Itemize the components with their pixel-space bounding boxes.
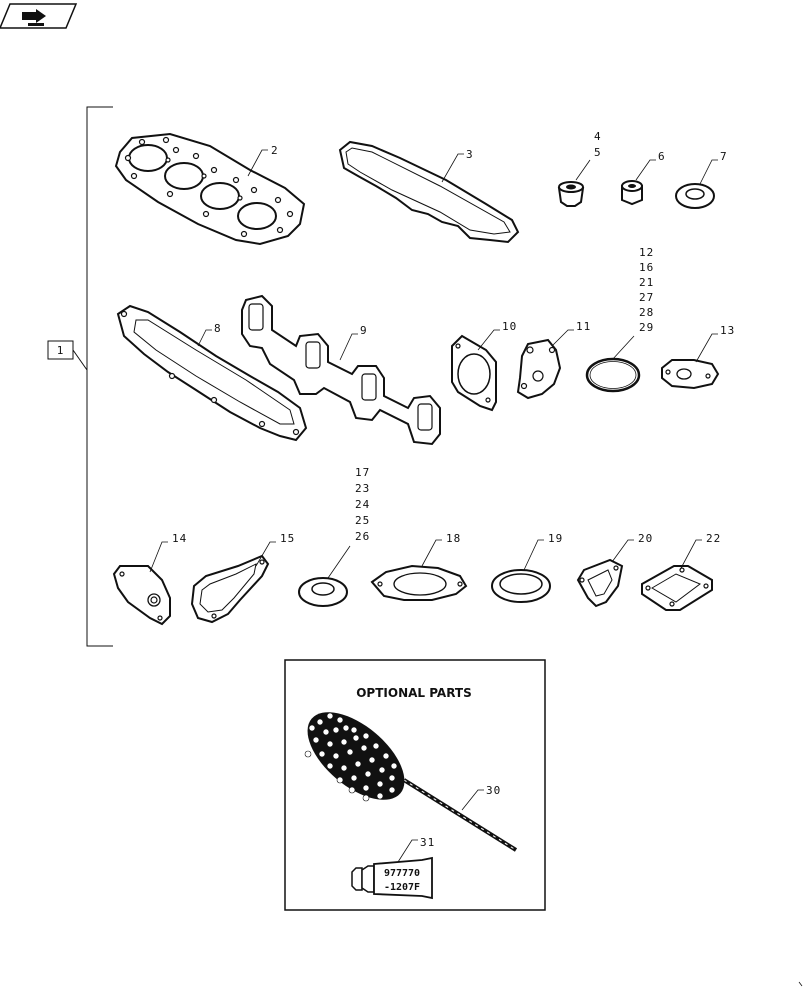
part-29-o-ring[interactable] (585, 357, 641, 393)
part-7-seal-ring[interactable] (675, 183, 715, 209)
group-callout[interactable]: 1 (47, 340, 74, 360)
callout-19: 19 (548, 532, 563, 545)
part-15-angled-gasket[interactable] (190, 554, 270, 624)
part-20-triangle-gasket[interactable] (576, 558, 624, 608)
callout-8: 8 (214, 322, 222, 335)
callout-26: 26 (355, 530, 370, 543)
callout-27: 27 (639, 291, 654, 304)
corner-mark (798, 981, 803, 987)
callout-7: 7 (720, 150, 728, 163)
callout-17: 17 (355, 466, 370, 479)
callout-6: 6 (658, 150, 666, 163)
part-10-flange-gasket[interactable] (451, 334, 497, 412)
part-6-bushing[interactable] (621, 180, 643, 206)
callout-23: 23 (355, 482, 370, 495)
callout-3: 3 (466, 148, 474, 161)
callout-30: 30 (486, 784, 501, 797)
part-18-oval-flange-gasket[interactable] (370, 564, 468, 601)
part-4-5-stem-seal[interactable] (557, 181, 585, 207)
callout-29: 29 (639, 321, 654, 334)
part-2-head-gasket[interactable] (114, 132, 306, 246)
part-11-bracket-gasket[interactable] (516, 338, 562, 400)
callout-13: 13 (720, 324, 735, 337)
callout-10: 10 (502, 320, 517, 333)
callout-25: 25 (355, 514, 370, 527)
callout-20: 20 (638, 532, 653, 545)
callout-14: 14 (172, 532, 187, 545)
part-13-oval-gasket[interactable] (661, 359, 720, 390)
group-bracket (72, 106, 113, 647)
callout-9: 9 (360, 324, 368, 337)
book-arrow-icon[interactable] (0, 3, 78, 29)
tube-label-line1: 977770 (384, 868, 420, 879)
callout-31: 31 (420, 836, 435, 849)
callout-18: 18 (446, 532, 461, 545)
callout-5: 5 (594, 146, 602, 159)
tube-label-line2: -1207F (384, 882, 420, 893)
callout-11: 11 (576, 320, 591, 333)
optional-parts-title: OPTIONAL PARTS (356, 686, 472, 700)
part-8-manifold-gasket[interactable] (116, 304, 308, 442)
part-31-sealant-tube[interactable]: 977770 -1207F (351, 856, 433, 900)
callout-24: 24 (355, 498, 370, 511)
part-9-exhaust-gasket[interactable] (241, 294, 441, 446)
part-26-washer[interactable] (298, 577, 348, 607)
callout-21: 21 (639, 276, 654, 289)
callout-2: 2 (271, 144, 279, 157)
callout-16: 16 (639, 261, 654, 274)
part-14-pump-gasket[interactable] (112, 565, 171, 626)
callout-22: 22 (706, 532, 721, 545)
part-3-cover-gasket[interactable] (338, 140, 520, 244)
part-19-flat-ring[interactable] (491, 569, 551, 603)
part-30-brush-hone[interactable] (292, 696, 518, 852)
callout-4: 4 (594, 130, 602, 143)
part-22-diamond-gasket[interactable] (641, 565, 713, 611)
callout-12: 12 (639, 246, 654, 259)
callout-28: 28 (639, 306, 654, 319)
group-callout-number: 1 (57, 344, 65, 357)
callout-15: 15 (280, 532, 295, 545)
